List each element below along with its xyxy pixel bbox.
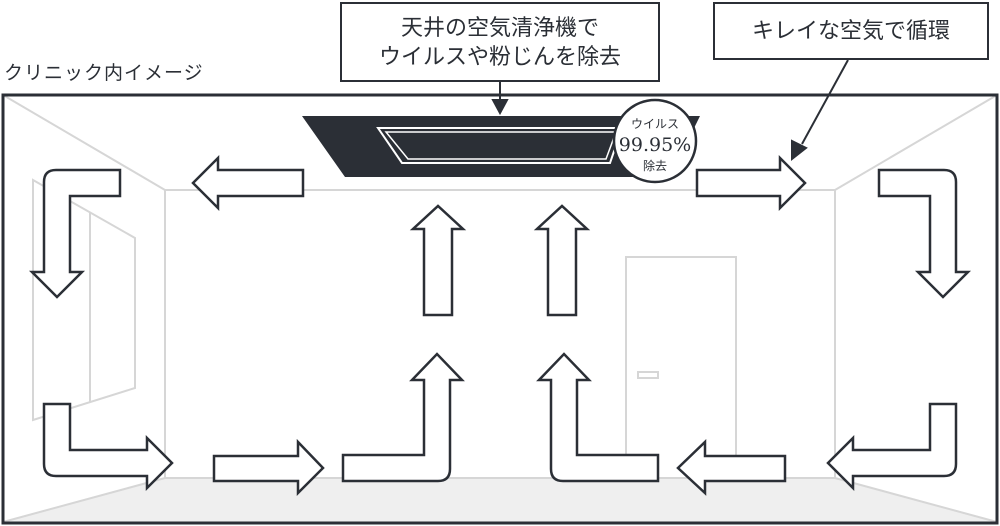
- arrow-left-down: [28, 168, 122, 299]
- door: [625, 256, 737, 479]
- badge-line3: 除去: [643, 158, 667, 173]
- arrow-left-bottom-right: [42, 402, 174, 492]
- leader-lines: [491, 59, 849, 162]
- arrow-left-bottom: [676, 439, 787, 496]
- floor: [3, 478, 997, 522]
- purifier-callout-line2: ウイルスや粉じんを除去: [378, 45, 621, 70]
- clean-air-callout: キレイな空気で循環: [713, 2, 989, 60]
- ceiling-air-purifier: [302, 116, 700, 177]
- arrow-up-center-right: [533, 204, 591, 317]
- window: [32, 178, 136, 422]
- arrow-up-center-left: [409, 204, 467, 317]
- arrow-up-center-right-bend: [536, 352, 660, 483]
- arrow-up-center-left-bend: [341, 352, 465, 483]
- arrow-right-bottom: [212, 438, 325, 497]
- arrow-left-top: [191, 154, 305, 212]
- virus-removal-badge: ウイルス 99.95% 除去: [612, 98, 698, 184]
- arrow-right-down: [877, 168, 972, 299]
- arrow-right-bottom-left: [826, 402, 958, 492]
- room-label: クリニック内イメージ: [4, 62, 204, 84]
- purifier-callout-line1: 天井の空気清浄機で: [400, 16, 599, 41]
- purifier-callout: 天井の空気清浄機で ウイルスや粉じんを除去: [340, 2, 660, 82]
- arrow-right-top: [695, 154, 807, 212]
- room-wireframe: [2, 94, 998, 523]
- badge-value: 99.95%: [619, 134, 691, 156]
- airflow-arrows: [28, 154, 972, 497]
- badge-line1: ウイルス: [631, 117, 679, 131]
- clean-air-callout-text: キレイな空気で循環: [751, 19, 950, 44]
